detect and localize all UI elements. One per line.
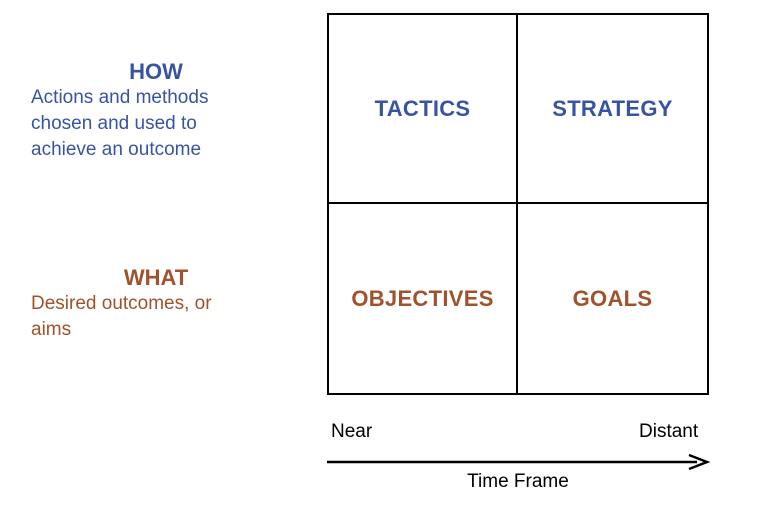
what-description: Desired outcomes, or aims <box>31 293 212 340</box>
what-heading: WHAT <box>123 265 189 290</box>
axis-start-label: Near <box>331 421 373 442</box>
cell-goals: GOALS <box>572 285 653 311</box>
time-frame-matrix: TACTICS STRATEGY OBJECTIVES GOALS <box>327 13 709 395</box>
how-description: Actions and methods chosen and used to a… <box>31 87 209 160</box>
time-arrow-icon <box>327 453 711 471</box>
axis-end-label: Distant <box>639 421 699 442</box>
cell-strategy: STRATEGY <box>518 15 707 204</box>
what-row-label: WHAT Desired outcomes, or aims <box>31 265 301 343</box>
cell-tactics: TACTICS <box>329 15 518 204</box>
how-heading: HOW <box>129 59 183 84</box>
cell-objectives: OBJECTIVES <box>329 204 518 393</box>
axis-title: Time Frame <box>467 471 569 492</box>
how-row-label: HOW Actions and methods chosen and used … <box>31 59 301 163</box>
